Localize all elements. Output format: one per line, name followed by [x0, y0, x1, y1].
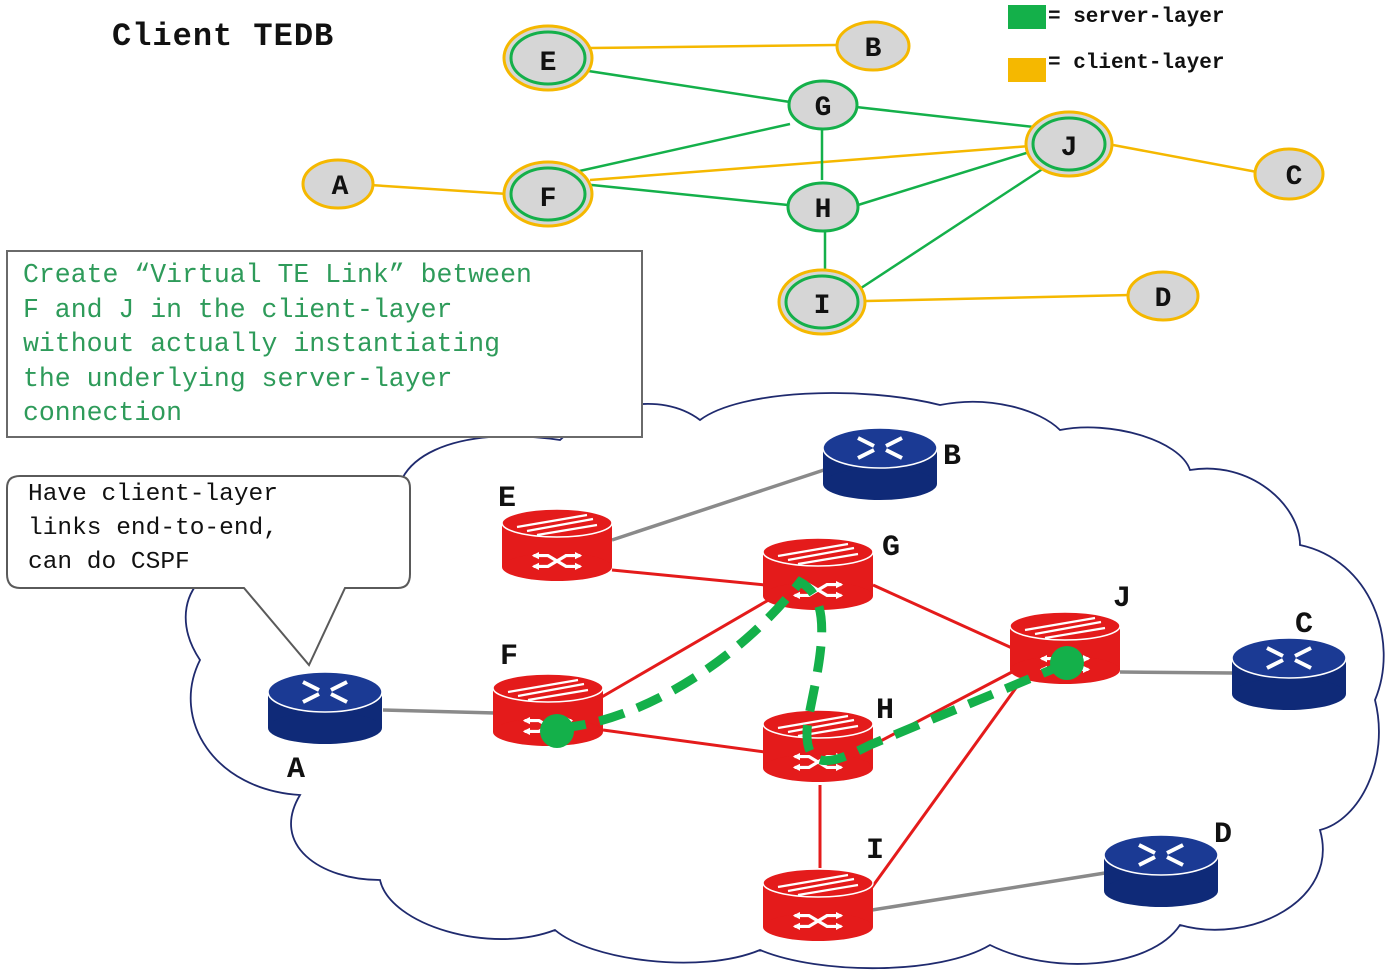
router-label-j: J [1113, 582, 1131, 616]
router-i[interactable] [762, 868, 874, 941]
link-a-f [382, 708, 496, 715]
router-label-i: I [866, 834, 884, 868]
virtual-link-endpoint-f [540, 714, 574, 748]
router-label-b: B [943, 440, 961, 474]
tedb-link-j-c [1112, 143, 1258, 174]
tedb-link-h-j [857, 148, 1037, 207]
tedb-node-i[interactable]: I [777, 268, 867, 336]
router-label-c: C [1295, 608, 1313, 642]
router-label-f: F [500, 640, 518, 674]
link-f-h [602, 728, 766, 754]
tedb-link-f-g [574, 122, 791, 174]
virtual-te-link-note: Create “Virtual TE Link” between F and J… [6, 250, 643, 438]
tedb-node-label-f: F [540, 184, 557, 215]
router-b[interactable] [822, 427, 938, 500]
tedb-node-b[interactable]: B [835, 20, 911, 72]
tedb-node-label-e: E [540, 48, 557, 79]
note-line-2: F and J in the client-layer [23, 294, 453, 325]
tedb-node-c[interactable]: C [1253, 147, 1325, 201]
page-title: Client TEDB [112, 18, 335, 55]
router-g[interactable] [762, 537, 874, 610]
tedb-node-a[interactable]: A [301, 158, 375, 210]
router-label-e: E [498, 482, 516, 516]
tedb-link-a-f [369, 183, 509, 196]
link-i-j [868, 684, 1020, 891]
tedb-link-e-b [589, 43, 837, 50]
gray-links [382, 466, 1233, 912]
router-label-g: G [882, 531, 900, 565]
router-c[interactable] [1231, 637, 1347, 710]
tedb-node-g[interactable]: G [787, 79, 859, 131]
tedb-link-f-j-virtual [589, 144, 1031, 182]
link-e-b [611, 466, 831, 542]
tedb-node-label-h: H [815, 195, 832, 226]
note-line-1: Create “Virtual TE Link” between [23, 260, 532, 290]
link-f-g [599, 596, 773, 700]
note-line-3: without actually instantiating [23, 329, 501, 359]
router-label-h: H [876, 694, 894, 728]
note-line-4: the underlying server-layer [23, 363, 453, 394]
legend-label-server: = server-layer [1048, 6, 1225, 29]
virtual-link-endpoint-j [1050, 646, 1084, 680]
router-e[interactable] [501, 508, 613, 581]
router-label-a: A [287, 753, 305, 787]
tedb-node-h[interactable]: H [786, 181, 860, 233]
router-h[interactable] [762, 709, 874, 782]
tedb-link-f-h [581, 182, 789, 207]
tedb-client-links [369, 43, 1258, 303]
tedb-node-j[interactable]: J [1024, 110, 1114, 178]
legend-swatch-server [1008, 5, 1046, 29]
tedb-node-label-a: A [332, 172, 349, 203]
legend-label-client: = client-layer [1048, 52, 1225, 75]
network-labels: E G F H I J A B C D [287, 440, 1313, 868]
bubble-line-1: Have client-layer [28, 481, 278, 508]
tedb-node-label-j: J [1061, 133, 1078, 164]
bubble-line-2: links end-to-end, [28, 515, 278, 542]
link-g-j [872, 583, 1013, 650]
tedb-node-label-g: G [815, 93, 832, 124]
tedb-link-i-j [857, 164, 1048, 292]
router-a[interactable] [267, 671, 383, 744]
tedb-node-label-d: D [1155, 284, 1172, 315]
tedb-node-d[interactable]: D [1126, 270, 1200, 322]
speech-bubble [6, 475, 411, 667]
tedb-link-g-j [855, 105, 1035, 129]
link-j-c [1119, 670, 1233, 675]
bubble-line-3: can do CSPF [28, 549, 190, 576]
router-d[interactable] [1103, 834, 1219, 907]
link-e-g [611, 568, 766, 587]
tedb-node-label-i: I [814, 291, 831, 322]
tedb-node-e[interactable]: E [502, 24, 594, 92]
legend-swatch-client [1008, 58, 1046, 82]
link-i-d [871, 871, 1106, 912]
tedb-node-f[interactable]: F [502, 160, 594, 228]
tedb-link-e-g [581, 68, 791, 104]
note-line-5: connection [23, 398, 183, 428]
router-label-d: D [1214, 818, 1232, 852]
tedb-node-label-b: B [865, 34, 882, 65]
tedb-node-label-c: C [1286, 162, 1303, 193]
virtual-te-link-path [559, 576, 1072, 766]
tedb-link-i-d [865, 293, 1131, 303]
